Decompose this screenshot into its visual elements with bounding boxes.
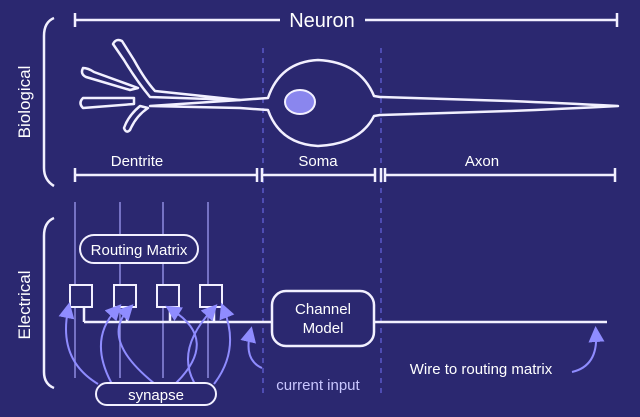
axon-label: Axon	[465, 153, 499, 170]
synapse-box	[156, 284, 180, 308]
synapse-box	[199, 284, 223, 308]
current-input-label: current input	[276, 377, 360, 394]
wire-arrow	[571, 326, 605, 373]
soma-label: Soma	[298, 153, 338, 170]
neuron-title-bracket	[73, 13, 619, 27]
channel-model-label-line2: Model	[303, 320, 344, 337]
channel-model-label-line1: Channel	[295, 301, 351, 318]
current-input-arrow	[240, 326, 263, 369]
synapse-box	[113, 284, 137, 308]
neuron-outline	[79, 38, 620, 148]
nucleus	[284, 89, 316, 115]
dendrite-label: Dentrite	[111, 153, 164, 170]
part-measure-lines	[73, 168, 617, 182]
synapse-label: synapse	[128, 387, 184, 404]
routing-matrix-label: Routing Matrix	[91, 242, 188, 259]
electrical-brace	[42, 216, 55, 390]
synapse-box	[69, 284, 93, 308]
section-dividers	[262, 48, 382, 395]
electrical-section-label: Electrical	[15, 271, 34, 340]
synapse-arrows	[58, 302, 235, 385]
diagram-title: Neuron	[289, 10, 355, 32]
channel-model-box	[270, 289, 376, 348]
biological-section-label: Biological	[15, 66, 34, 139]
routing-matrix-box	[79, 234, 199, 264]
wire-label: Wire to routing matrix	[410, 361, 553, 378]
synapse-label-box	[95, 382, 217, 406]
biological-brace	[42, 16, 55, 188]
synapse-boxes	[69, 284, 223, 308]
